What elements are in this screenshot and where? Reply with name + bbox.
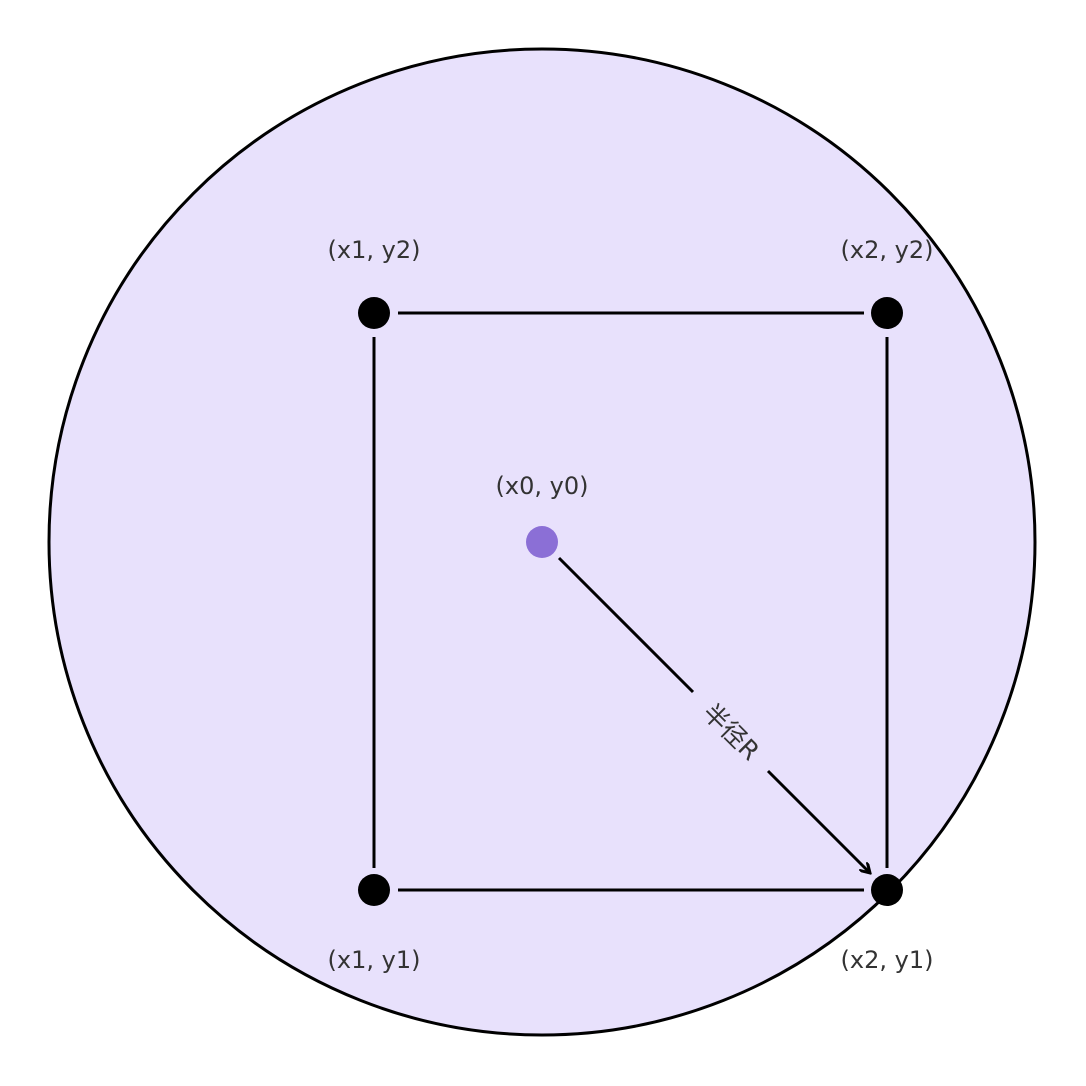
center-point [526, 526, 558, 558]
vertex-top-left [358, 297, 390, 329]
label-center: (x0, y0) [496, 472, 589, 500]
label-bottom-right: (x2, y1) [841, 946, 934, 974]
label-top-right: (x2, y2) [841, 236, 934, 264]
vertex-bottom-left [358, 874, 390, 906]
radius-arrow-segment-2 [766, 769, 870, 873]
label-top-left: (x1, y2) [328, 236, 421, 264]
radius-arrow-segment-1 [557, 556, 695, 694]
vertex-top-right [871, 297, 903, 329]
vertex-bottom-right [871, 874, 903, 906]
label-bottom-left: (x1, y1) [328, 946, 421, 974]
